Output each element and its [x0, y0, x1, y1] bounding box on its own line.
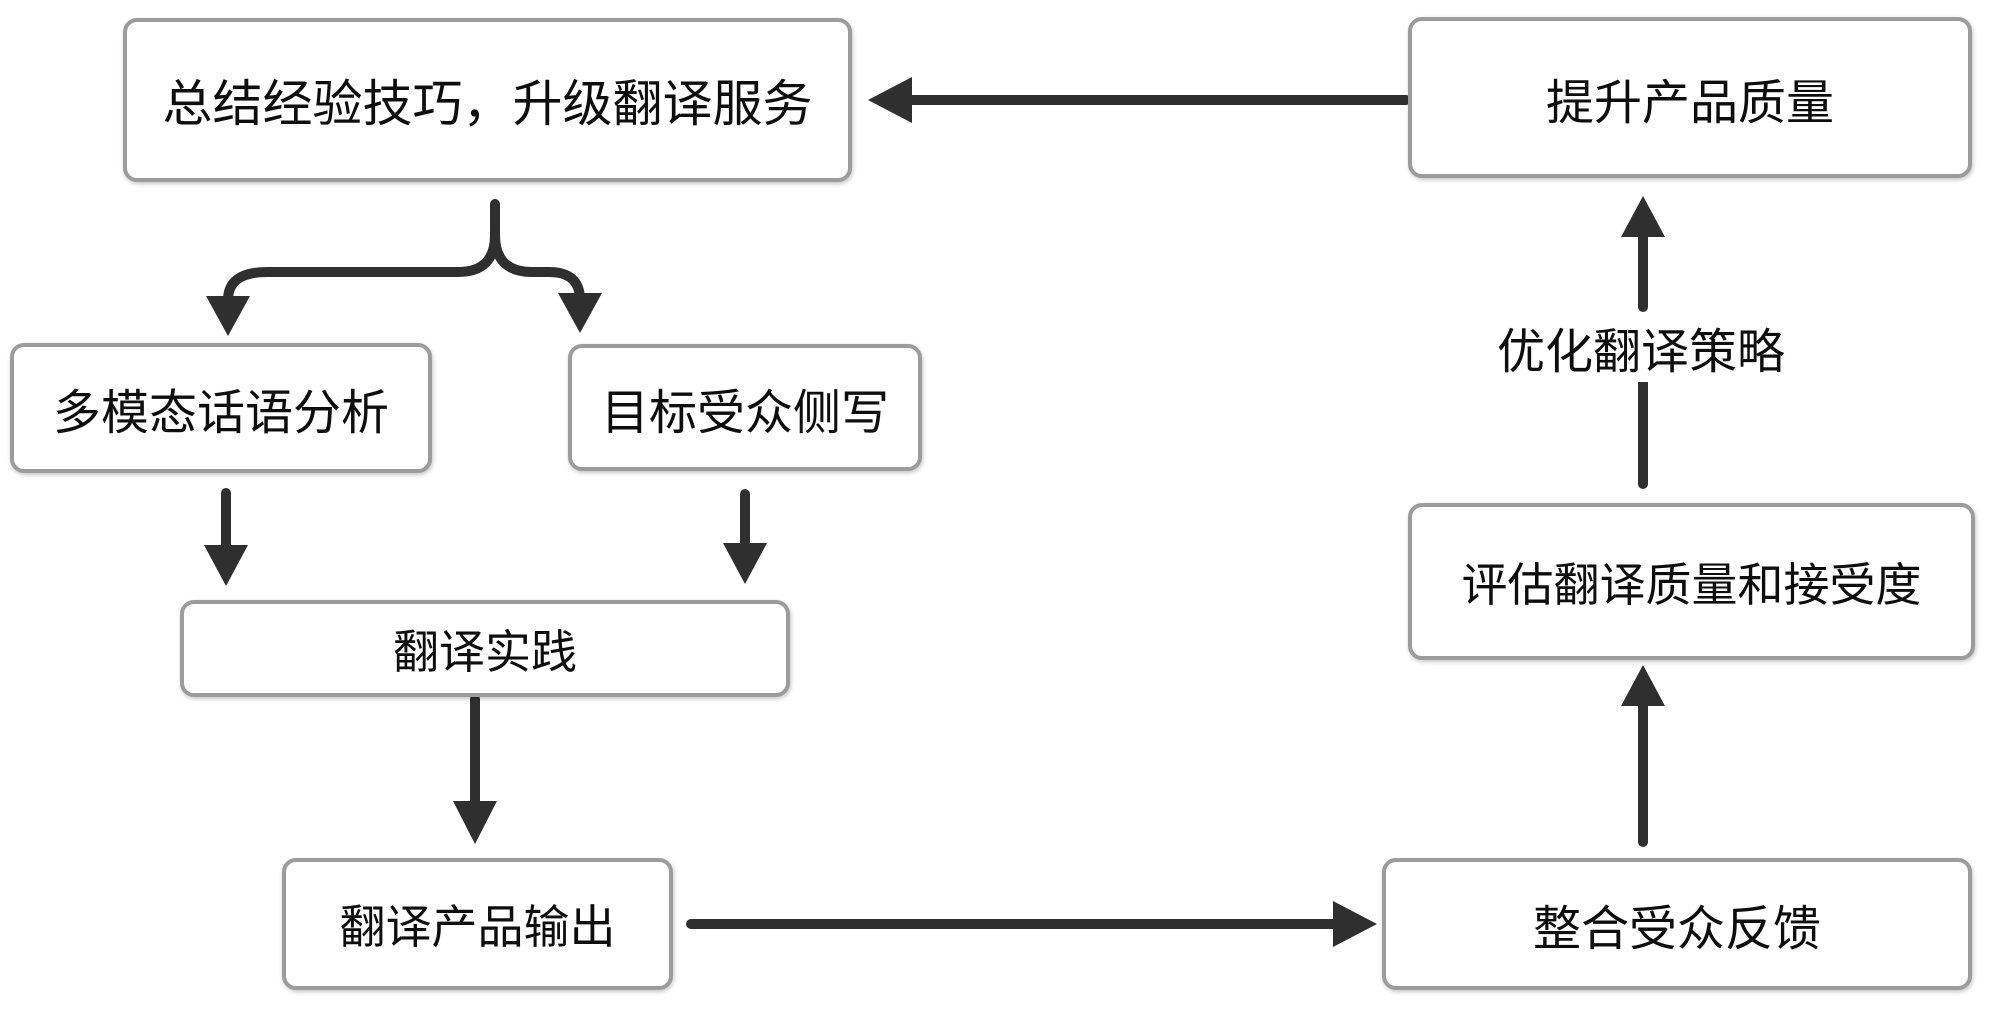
arrow-output-to-feedback [686, 901, 1377, 947]
node-product-output: 翻译产品输出 [282, 858, 673, 990]
node-integrate-feedback: 整合受众反馈 [1382, 858, 1972, 990]
node-integrate-feedback-label: 整合受众反馈 [1532, 903, 1821, 956]
node-evaluate-quality-label: 评估翻译质量和接受度 [1461, 559, 1922, 611]
arrow-improve-to-summarize [868, 77, 1411, 123]
arrow-feedback-to-evaluate [1621, 665, 1665, 847]
node-product-output-label: 翻译产品输出 [339, 902, 616, 953]
node-audience-profiling: 目标受众侧写 [568, 344, 922, 471]
node-audience-profiling-label: 目标受众侧写 [600, 386, 889, 440]
node-translation-practice: 翻译实践 [180, 600, 790, 697]
arrow-fork-summarize-split [206, 199, 602, 336]
arrow-label-to-improve [1621, 196, 1665, 312]
node-summarize-upgrade-label: 总结经验技巧，升级翻译服务 [162, 76, 813, 132]
node-translation-practice-label: 翻译实践 [393, 626, 577, 678]
arrow-audience-to-practice [723, 489, 767, 584]
node-multimodal-analysis: 多模态话语分析 [10, 343, 432, 473]
node-multimodal-analysis-label: 多模态话语分析 [52, 387, 389, 440]
node-improve-quality-label: 提升产品质量 [1545, 76, 1834, 130]
arrow-multimodal-to-practice [204, 488, 248, 586]
node-summarize-upgrade: 总结经验技巧，升级翻译服务 [123, 18, 852, 182]
arrow-practice-to-output [453, 694, 497, 844]
node-improve-quality: 提升产品质量 [1408, 17, 1972, 178]
edge-label-optimize-strategy: 优化翻译策略 [1497, 312, 1786, 382]
node-evaluate-quality: 评估翻译质量和接受度 [1408, 503, 1975, 660]
